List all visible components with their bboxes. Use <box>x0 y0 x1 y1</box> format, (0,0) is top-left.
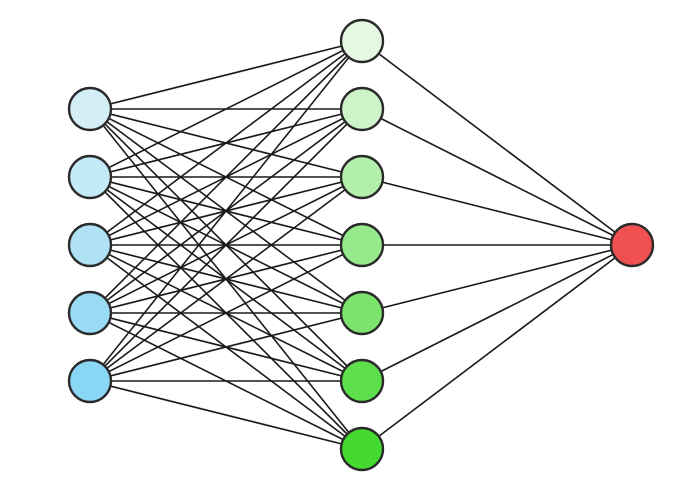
edge-input-5-to-hidden-2 <box>89 108 363 382</box>
edge-input-5-to-hidden-4 <box>89 244 363 382</box>
input-node-3 <box>67 222 113 268</box>
edge-input-2-to-hidden-1 <box>89 40 363 178</box>
edge-hidden-1-to-output-1 <box>361 40 633 246</box>
input-node-5 <box>67 358 113 404</box>
edge-input-4-to-hidden-1 <box>89 40 363 314</box>
edge-input-5-to-hidden-1 <box>89 40 363 382</box>
hidden-node-2 <box>339 86 385 132</box>
edge-input-1-to-hidden-1 <box>89 40 363 110</box>
hidden-node-6 <box>339 358 385 404</box>
edge-input-5-to-hidden-7 <box>89 380 363 450</box>
output-node-1 <box>609 222 655 268</box>
network-nodes <box>67 18 655 472</box>
connection-edges <box>89 40 633 450</box>
edge-input-5-to-hidden-5 <box>89 312 363 382</box>
edge-hidden-5-to-output-1 <box>361 244 633 314</box>
hidden-node-4 <box>339 222 385 268</box>
edge-hidden-3-to-output-1 <box>361 176 633 246</box>
input-node-1 <box>67 86 113 132</box>
edge-input-5-to-hidden-3 <box>89 176 363 382</box>
edge-hidden-6-to-output-1 <box>361 244 633 382</box>
hidden-node-1 <box>339 18 385 64</box>
input-node-2 <box>67 154 113 200</box>
hidden-node-7 <box>339 426 385 472</box>
edge-hidden-7-to-output-1 <box>361 244 633 450</box>
edge-hidden-2-to-output-1 <box>361 108 633 246</box>
hidden-node-5 <box>339 290 385 336</box>
hidden-node-3 <box>339 154 385 200</box>
input-node-4 <box>67 290 113 336</box>
edge-input-3-to-hidden-1 <box>89 40 363 246</box>
